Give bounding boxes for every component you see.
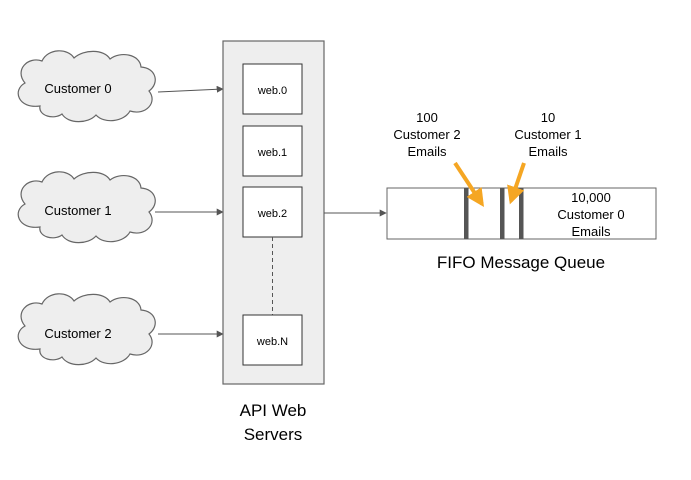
server-label-web0: web.0 [257,85,287,97]
server-box-web0 [242,63,303,115]
annotation-customer1-emails: Emails [528,144,568,159]
server-label-web2: web.2 [257,208,287,220]
orange-arrow-customer2 [453,161,484,208]
annotation-customer1-count: 10 [541,110,555,125]
server-label-web1: web.1 [257,147,287,159]
queue-divider-3 [519,188,524,239]
annotation-customer2-count: 100 [416,110,438,125]
annotation-customer1-name: Customer 1 [514,127,581,142]
bulk-customer-label: Customer 0 [557,207,624,222]
customer-label-2: Customer 2 [44,326,111,341]
server-box-webN [242,314,303,366]
server-box-web1 [242,125,303,177]
bulk-count-label: 10,000 [571,190,611,205]
orange-arrow-customer1 [507,162,526,205]
server-box-web2 [242,186,303,238]
server-caption-line1: API Web [240,401,307,420]
arrow-customer0-to-web0 [157,85,224,93]
customer-label-0: Customer 0 [44,81,111,96]
server-caption-line2: Servers [244,425,303,444]
annotation-customer2-name: Customer 2 [393,127,460,142]
queue-divider-1 [464,188,469,239]
annotation-customer2-emails: Emails [407,144,447,159]
queue-caption: FIFO Message Queue [437,253,605,272]
queue-divider-2 [500,188,505,239]
bulk-emails-label: Emails [571,224,611,239]
customer-label-1: Customer 1 [44,203,111,218]
server-label-webN: web.N [256,336,288,348]
